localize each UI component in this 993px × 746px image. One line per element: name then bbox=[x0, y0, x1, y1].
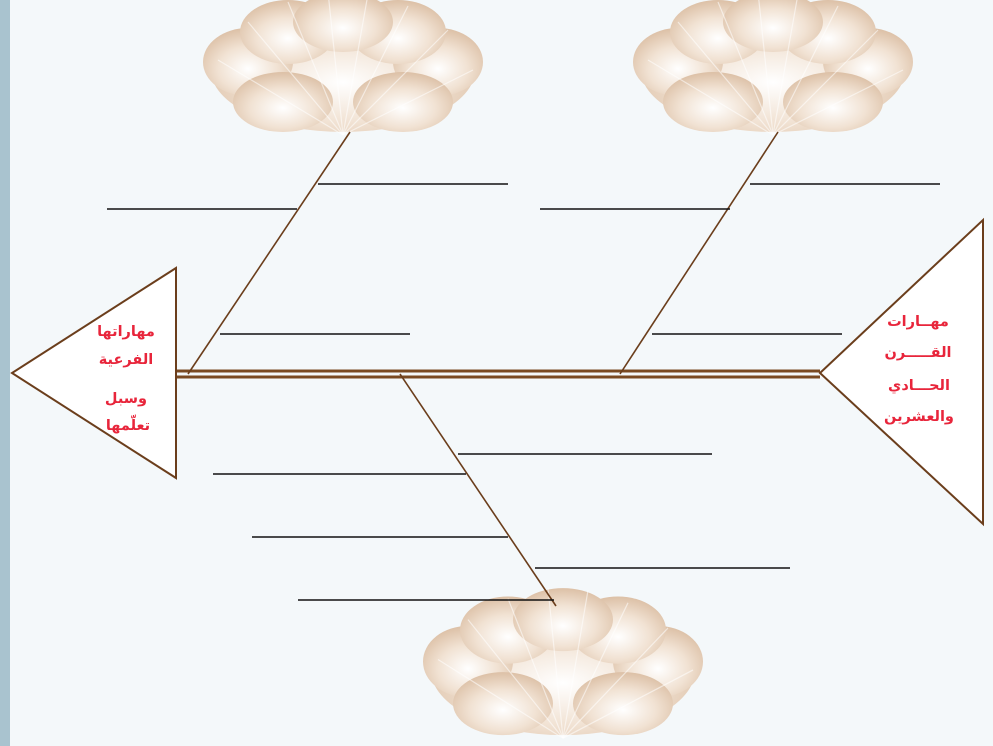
head-label-line-4: والعشرين bbox=[884, 409, 954, 425]
tail-label-line-2: الفرعية bbox=[99, 352, 154, 368]
head-triangle bbox=[818, 217, 984, 527]
bone-upper-left bbox=[187, 131, 351, 375]
cloud-bottom bbox=[422, 587, 704, 739]
bone-lower bbox=[399, 373, 557, 607]
cloud-top-left bbox=[202, 0, 484, 136]
bone-upper-right bbox=[619, 131, 779, 375]
cloud-top-right bbox=[632, 0, 914, 136]
head-label: مهــارات القـــــرن الحـــادي والعشرين bbox=[884, 314, 954, 425]
tail-triangle bbox=[10, 266, 177, 480]
head-label-line-1: مهــارات bbox=[887, 314, 949, 330]
spine bbox=[176, 369, 820, 379]
head-label-line-2: القـــــرن bbox=[884, 345, 951, 361]
head-label-line-3: الحـــادي bbox=[888, 378, 950, 395]
tail-label: مهاراتها الفرعية وسبل تعلّمها bbox=[97, 324, 155, 434]
tail-label-line-3: وسبل bbox=[105, 391, 147, 407]
left-side-strip bbox=[0, 0, 10, 746]
tail-label-line-1: مهاراتها bbox=[97, 324, 155, 340]
tail-label-line-4: تعلّمها bbox=[106, 414, 150, 434]
